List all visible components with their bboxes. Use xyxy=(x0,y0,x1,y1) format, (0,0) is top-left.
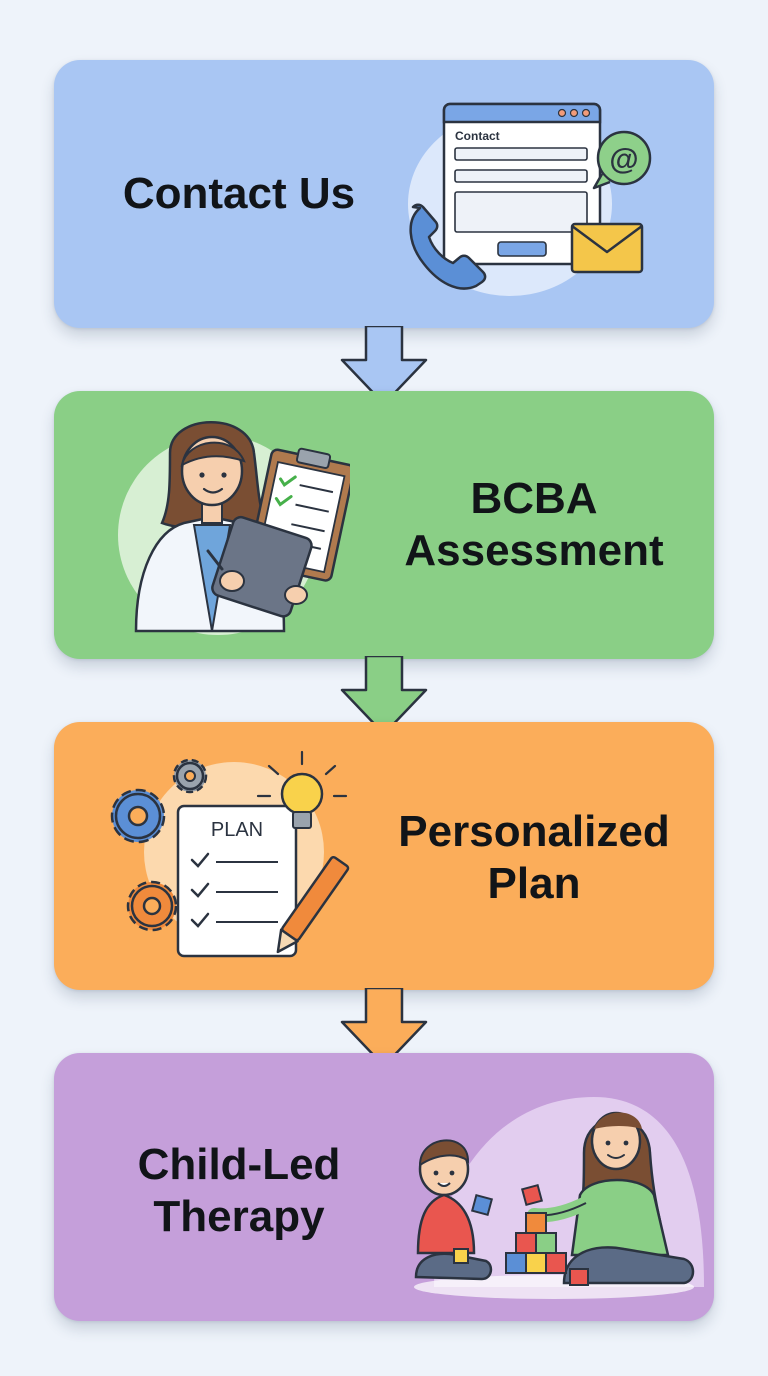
contact-form-label: Contact xyxy=(455,129,500,143)
lightbulb-icon xyxy=(256,750,348,829)
step-title-assessment: BCBA Assessment xyxy=(404,474,664,575)
contact-form-icon: Contact @ xyxy=(408,102,652,296)
flow-arrow-2 xyxy=(340,656,428,736)
flow-arrow-3 xyxy=(340,988,428,1068)
step-card-assessment: BCBA Assessment xyxy=(54,391,714,659)
step-title-plan: Personalized Plan xyxy=(398,807,670,908)
plan-document-label: PLAN xyxy=(211,819,263,841)
step-title-contact: Contact Us xyxy=(122,169,356,218)
gear-icon xyxy=(110,788,166,844)
clinician-clipboard-icon xyxy=(118,421,350,635)
step-card-plan: Personalized Plan PLAN xyxy=(54,722,714,990)
flow-arrow-1 xyxy=(340,326,428,406)
svg-text:@: @ xyxy=(609,143,638,176)
gear-icon xyxy=(126,880,178,932)
parent-child-play-icon xyxy=(414,1097,704,1299)
step-card-contact: Contact Us Contact @ xyxy=(54,60,714,328)
plan-document-icon: PLAN xyxy=(110,750,350,958)
step-title-therapy: Child-Led Therapy xyxy=(137,1140,341,1241)
gear-icon xyxy=(172,758,208,794)
step-card-therapy: Child-Led Therapy xyxy=(54,1053,714,1321)
pencil-icon xyxy=(276,855,350,954)
